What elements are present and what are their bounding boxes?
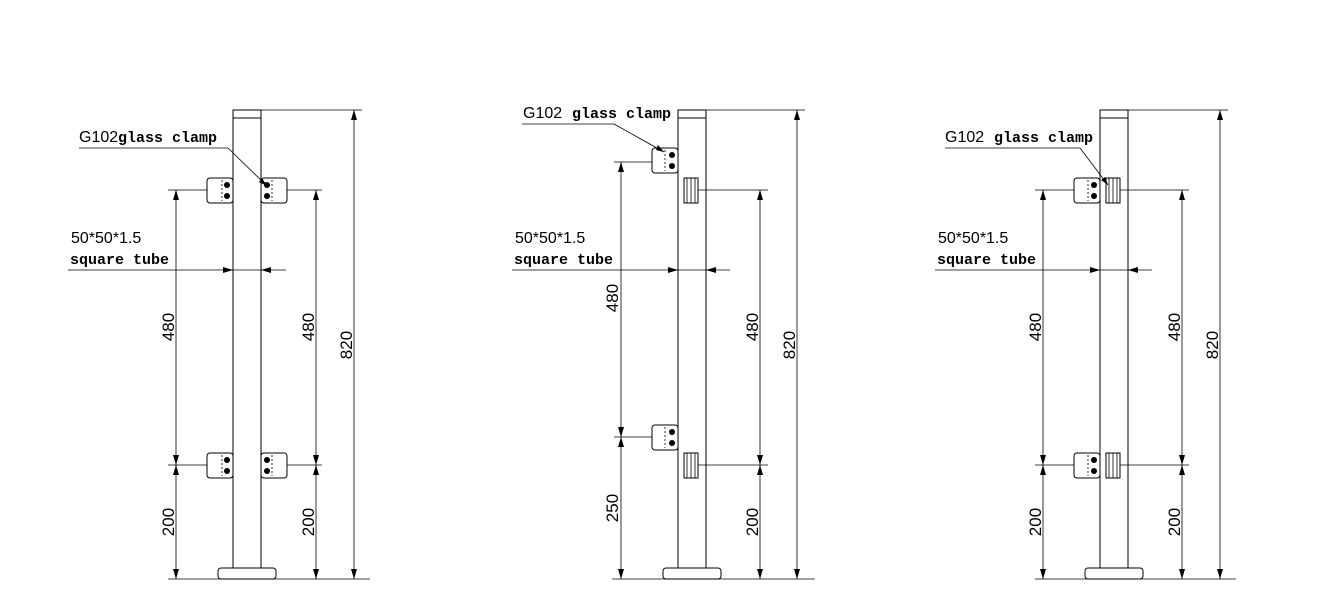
post-tube <box>677 109 707 569</box>
tube-type-label: square tube <box>70 252 169 269</box>
glass-clamp <box>260 177 288 204</box>
dim-left-lower: 200 <box>159 508 178 536</box>
glass-clamp-face <box>683 452 699 479</box>
dim-right-upper: 480 <box>299 313 318 341</box>
glass-clamp <box>206 177 234 204</box>
tube-size-label: 50*50*1.5 <box>71 230 141 247</box>
dim-right-upper: 480 <box>743 313 762 341</box>
dim-total: 820 <box>1203 331 1222 359</box>
clamp-label-code: G102 <box>79 129 118 146</box>
dim-left-upper: 480 <box>1026 313 1045 341</box>
glass-clamp <box>651 147 679 174</box>
dim-total: 820 <box>780 331 799 359</box>
clamp-label-text: glass clamp <box>572 106 671 123</box>
post-view-2: G102 glass clamp 50*50*1.5 square tube 4… <box>512 105 815 580</box>
tube-size-label: 50*50*1.5 <box>938 230 1008 247</box>
dim-right-lower: 200 <box>1165 508 1184 536</box>
post-view-1: G102 glass clamp 50*50*1.5 square tube 4… <box>68 109 370 580</box>
glass-clamp-face <box>683 177 699 204</box>
tube-type-label: square tube <box>514 252 613 269</box>
clamp-label-text: glass clamp <box>118 130 217 147</box>
dim-total: 820 <box>337 331 356 359</box>
tube-type-label: square tube <box>937 252 1036 269</box>
glass-clamp-face <box>1105 452 1121 479</box>
tube-size-label: 50*50*1.5 <box>515 230 585 247</box>
dim-left-lower: 250 <box>603 494 622 522</box>
glass-clamp <box>651 424 679 451</box>
clamp-label-code: G102 <box>523 105 562 122</box>
glass-clamp <box>1073 177 1101 204</box>
glass-clamp <box>1073 452 1101 479</box>
clamp-label-code: G102 <box>945 129 984 146</box>
post-view-3: G102 glass clamp 50*50*1.5 square tube 4… <box>935 109 1236 580</box>
dim-right-upper: 480 <box>1165 313 1184 341</box>
post-tube <box>1099 109 1129 569</box>
dim-left-lower: 200 <box>1026 508 1045 536</box>
clamp-label-text: glass clamp <box>994 130 1093 147</box>
dim-left-upper: 480 <box>603 284 622 312</box>
glass-clamp <box>206 452 234 479</box>
base-plate <box>217 567 277 580</box>
base-plate <box>662 567 722 580</box>
glass-clamp <box>260 452 288 479</box>
dim-left-upper: 480 <box>159 313 178 341</box>
dim-right-lower: 200 <box>743 508 762 536</box>
base-plate <box>1084 567 1144 580</box>
dim-right-lower: 200 <box>299 508 318 536</box>
post-tube <box>232 109 262 569</box>
glass-clamp-face <box>1105 177 1121 204</box>
